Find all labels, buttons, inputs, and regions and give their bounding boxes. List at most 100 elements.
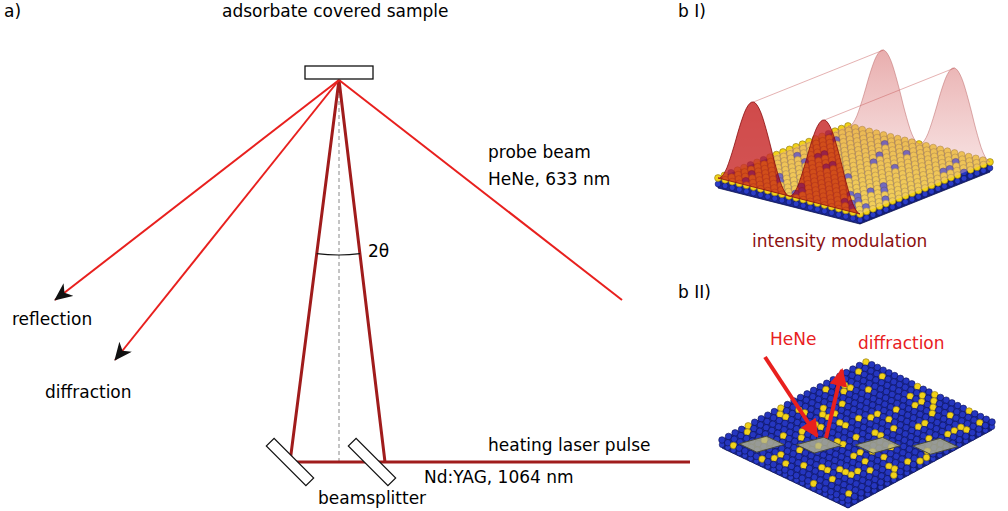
reflected-beam [55, 80, 339, 300]
caption-label: intensity modulation [752, 232, 927, 252]
substrate-atom [976, 426, 983, 433]
substrate-atom [987, 165, 993, 171]
substrate-atom [843, 214, 849, 220]
substrate-atom [744, 188, 750, 194]
substrate-atom [829, 210, 835, 216]
substrate-atom [969, 429, 976, 436]
substrate-atom [715, 181, 721, 187]
substrate-atom [850, 215, 856, 221]
diffraction-arrow [826, 370, 842, 438]
angle-label: 2θ [368, 242, 389, 262]
substrate-atom [974, 170, 980, 176]
substrate-atom [897, 468, 904, 475]
substrate-atom [800, 203, 806, 209]
substrate-atom [871, 483, 878, 490]
substrate-atom [948, 181, 954, 187]
substrate-atom [857, 217, 863, 223]
panel-label: b I) [678, 2, 706, 22]
substrate-atom [736, 187, 742, 193]
substrate-atom [955, 178, 961, 184]
substrate-atom [864, 486, 871, 493]
slab-side [722, 440, 848, 508]
panel-label: b II) [678, 283, 711, 303]
beam-label: HeNe, 633 nm [488, 170, 610, 190]
beam-label: HeNe [770, 330, 816, 350]
unit-cell [739, 436, 784, 452]
substrate-atom [956, 436, 963, 443]
beam-label: heating laser pulse [488, 436, 650, 456]
unit-cell [856, 437, 901, 453]
substrate-atom [836, 212, 842, 218]
substrate-atom [877, 209, 883, 215]
incident-arrow [765, 357, 817, 436]
surface-b1 [715, 50, 994, 224]
unit-cell [913, 438, 958, 454]
substrate-atom [961, 176, 967, 182]
beam-label: diffraction [45, 383, 132, 403]
substrate-atom [982, 422, 989, 429]
substrate-atom [883, 207, 889, 213]
beam-label: probe beam [488, 143, 591, 163]
substrate-atom [772, 196, 778, 202]
heating-beam [290, 80, 690, 462]
adsorbate-atom [923, 454, 930, 461]
component-label: beamsplitter [318, 489, 426, 509]
surface-normal [339, 80, 340, 462]
sample [305, 66, 373, 79]
mirror [266, 438, 313, 485]
slab-side [848, 422, 992, 508]
substrate-atom [922, 191, 928, 197]
beam-label: diffraction [858, 334, 945, 354]
substrate-atom [864, 215, 870, 221]
substrate-atom [903, 199, 909, 205]
diffracted-beam [115, 80, 339, 360]
substrate-atom [807, 205, 813, 211]
probe-beam [339, 80, 622, 300]
substrate-atom [981, 168, 987, 174]
substrate-atom [963, 433, 970, 440]
substrate-atom [935, 186, 941, 192]
substrate-atom [884, 475, 891, 482]
surface-b2 [719, 359, 996, 508]
beamsplitter [348, 438, 395, 485]
intensity-profile [718, 102, 860, 214]
adsorbate-atom [917, 458, 924, 465]
intensity-profile [848, 50, 990, 162]
substrate-atom [729, 185, 735, 191]
substrate-atom [890, 204, 896, 210]
substrate-atom [896, 202, 902, 208]
substrate-atom [858, 490, 865, 497]
sample-label: adsorbate covered sample [222, 2, 449, 22]
substrate-atom [786, 199, 792, 205]
substrate-atom [870, 212, 876, 218]
substrate-atom [779, 197, 785, 203]
beam-label: reflection [12, 310, 92, 330]
substrate-atom [877, 479, 884, 486]
angle-arc [317, 254, 360, 255]
substrate-atom [751, 190, 757, 196]
substrate-atom [942, 183, 948, 189]
intensity-sheet [718, 50, 990, 214]
beam-label: Nd:YAG, 1064 nm [424, 468, 574, 488]
substrate-atom [904, 465, 911, 472]
slab-top [722, 362, 992, 500]
substrate-atom [929, 189, 935, 195]
substrate-atom [857, 217, 863, 223]
substrate-atom [845, 497, 852, 504]
unit-cell [797, 437, 842, 453]
substrate-atom [722, 183, 728, 189]
substrate-atom [815, 206, 821, 212]
substrate-atom [968, 173, 974, 179]
substrate-atom [758, 192, 764, 198]
panel-label: a) [4, 2, 21, 22]
substrate-atom [793, 201, 799, 207]
substrate-atom [909, 196, 915, 202]
substrate-atom [822, 208, 828, 214]
substrate-atom [765, 194, 771, 200]
substrate-atom [910, 461, 917, 468]
substrate-atom [851, 493, 858, 500]
substrate-atom [916, 194, 922, 200]
adsorbate-atom [891, 472, 898, 479]
